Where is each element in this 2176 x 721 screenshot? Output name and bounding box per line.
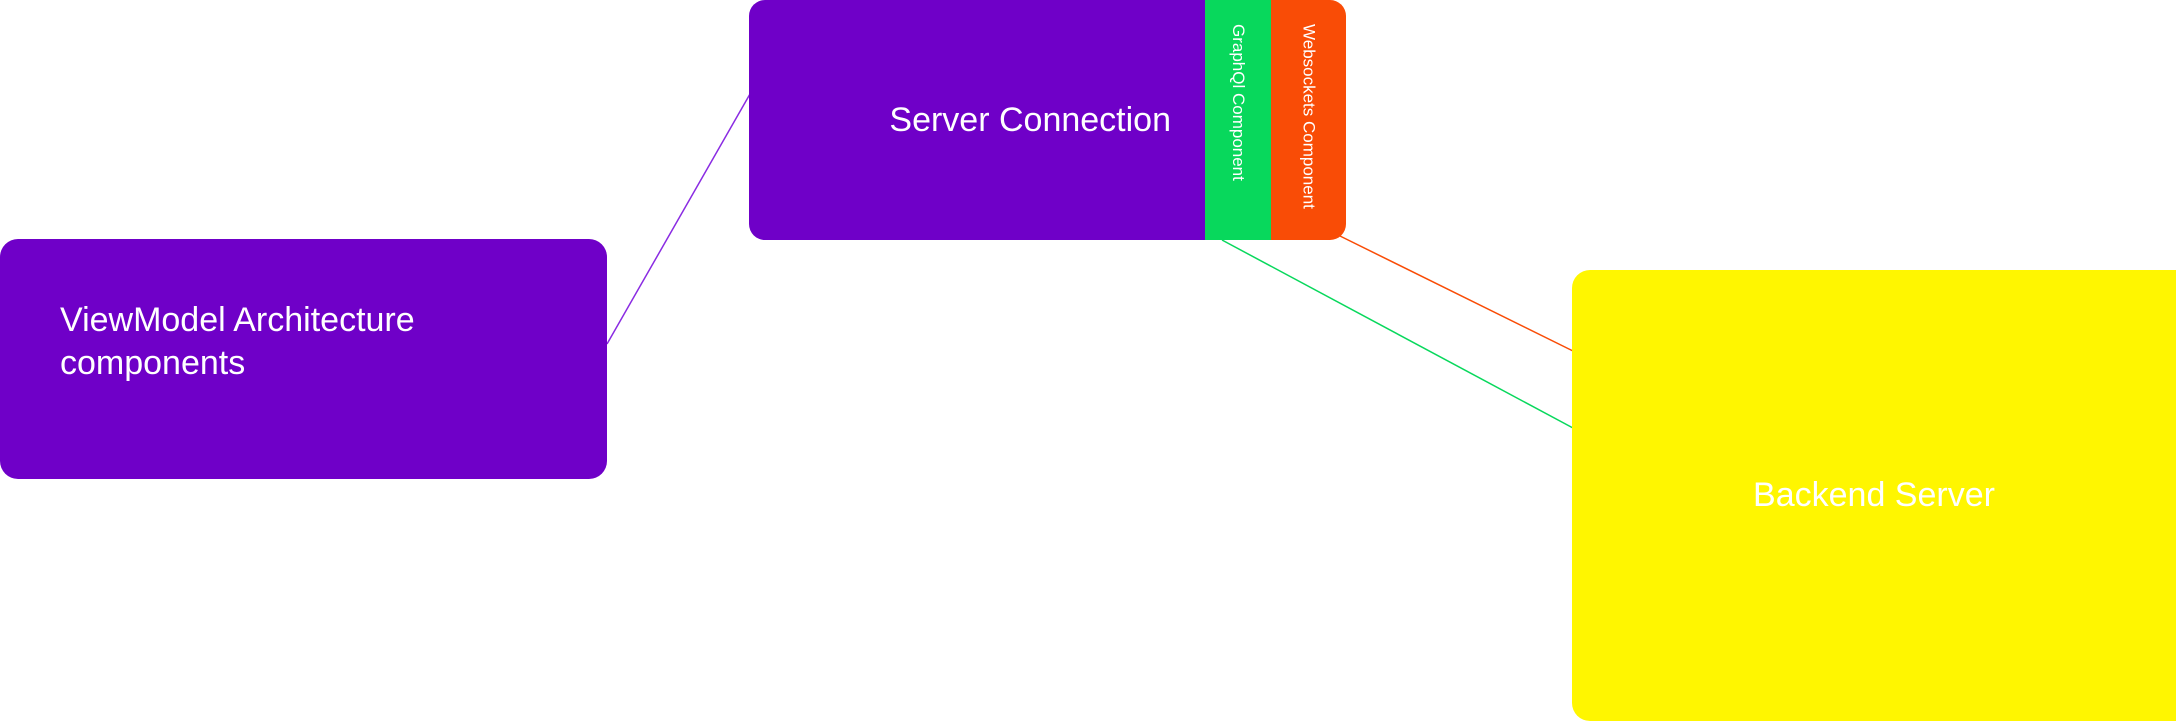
websockets-component-label: Websockets Component	[1299, 24, 1319, 209]
graphql-component-label: GraphQl Component	[1229, 24, 1248, 181]
server-connection-label: Server Connection	[889, 100, 1171, 139]
edge-graphql-to-backend	[1221, 239, 1574, 429]
server-connection-group: Server Connection GraphQl Component Webs…	[749, 0, 1346, 240]
websockets-component-node[interactable]: Websockets Component	[1271, 0, 1346, 240]
edge-websockets-to-backend	[1339, 235, 1574, 352]
graphql-component-node[interactable]: GraphQl Component	[1205, 0, 1271, 240]
viewmodel-architecture-node[interactable]: ViewModel Architecture components	[0, 239, 607, 479]
backend-server-node[interactable]: Backend Server	[1572, 270, 2176, 721]
viewmodel-architecture-label: ViewModel Architecture components	[60, 301, 415, 382]
server-connection-node[interactable]: Server Connection	[749, 0, 1205, 240]
backend-server-label: Backend Server	[1753, 476, 1995, 514]
edge-viewmodel-to-server	[606, 93, 751, 345]
